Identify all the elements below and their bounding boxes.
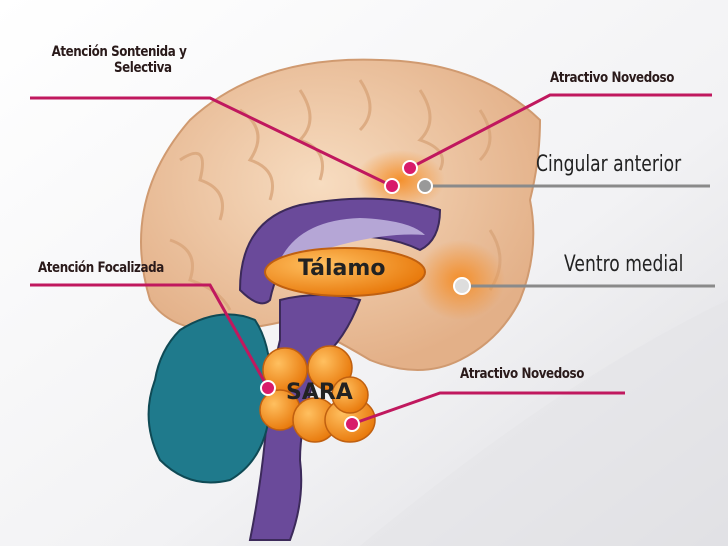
sara-nuclei bbox=[259, 345, 376, 443]
gyri bbox=[169, 79, 502, 311]
label-cingulate: Cingular anterior bbox=[536, 152, 682, 177]
label-sustained-line2: Selectiva bbox=[114, 60, 172, 76]
cerebellum bbox=[147, 313, 272, 484]
label-thalamus: Tálamo bbox=[298, 256, 386, 281]
leader-dots bbox=[260, 160, 471, 432]
label-ventromedial: Ventro medial bbox=[564, 252, 684, 277]
label-sara: SARA bbox=[286, 380, 353, 405]
label-sustained-line1: Atención Sontenida y bbox=[51, 44, 187, 60]
ventricle bbox=[280, 218, 425, 280]
label-novel-top: Atractivo Novedoso bbox=[550, 70, 674, 86]
leader-lines bbox=[30, 93, 715, 426]
label-sustained-attention: Atención Sontenida y Selectiva bbox=[34, 44, 204, 76]
label-focal-attention: Atención Focalizada bbox=[38, 260, 164, 276]
thalamus bbox=[264, 247, 426, 297]
label-novel-bottom: Atractivo Novedoso bbox=[460, 366, 584, 382]
cingulate-glow bbox=[355, 150, 445, 210]
background-swoosh bbox=[360, 300, 728, 546]
